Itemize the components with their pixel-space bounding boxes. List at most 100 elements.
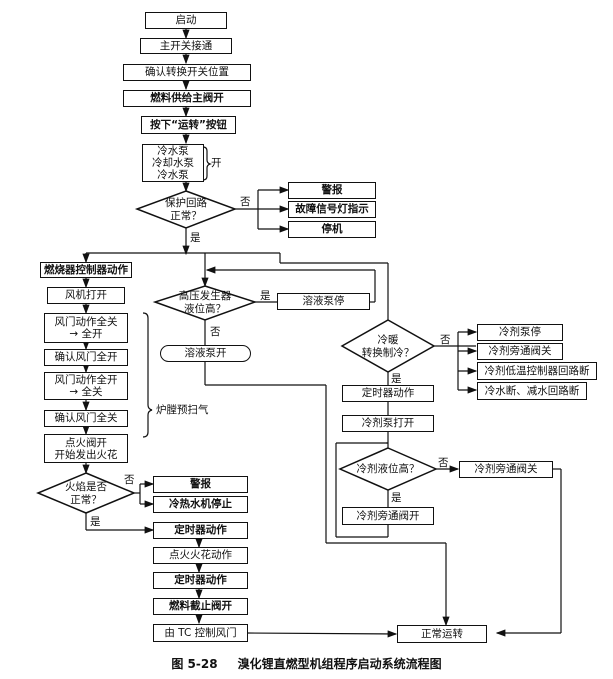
fuel-valve-box: 燃料供给主阀开 [123, 90, 251, 107]
refrigerant-pump-on-label: 冷剂泵打开 [361, 417, 415, 429]
yes-label: 是 [391, 492, 402, 504]
decision-line: 转换制冷？ [361, 347, 415, 359]
chiller-stop-box: 冷热水机停止 [153, 496, 248, 513]
shutdown-label: 停机 [321, 223, 343, 235]
damper-open-box: 风门动作全关 → 全开 [44, 313, 128, 343]
pump-label: 冷却水泵 [152, 157, 194, 169]
fan-on-label: 风机打开 [65, 289, 107, 301]
solution-pump-on-box: 溶液泵开 [160, 345, 251, 362]
fuel-cutoff-box: 燃料截止阀开 [153, 598, 248, 615]
confirm-switch-box: 确认转换开关位置 [123, 64, 251, 81]
no-label: 否 [438, 457, 449, 469]
pumps-box: 冷水泵 冷却水泵 冷水泵 [142, 144, 204, 182]
water-cutoff-box: 冷水断、减水回路断 [477, 382, 587, 400]
burner-controller-label: 燃烧器控制器动作 [44, 263, 128, 276]
purge-label: 炉膛预扫气 [156, 404, 209, 416]
bypass-close-box-2: 冷剂旁通阀关 [459, 461, 553, 478]
decision-line: 高压发生器 [178, 290, 232, 302]
protection-decision-diamond [134, 190, 238, 229]
refrigerant-pump-on-box: 冷剂泵打开 [342, 415, 434, 432]
press-run-label: 按下“运转”按钮 [150, 118, 227, 131]
figure-number: 图 5-28 [171, 657, 218, 671]
flame-decision-text: 火焰是否 正常？ [46, 481, 126, 507]
confirm-switch-label: 确认转换开关位置 [145, 66, 229, 78]
decision-line: 保护回路 [165, 197, 207, 209]
tc-damper-label: 由 TC 控制风门 [164, 626, 237, 639]
cooling-timer-box: 定时器动作 [342, 385, 434, 402]
cooling-decision-diamond [340, 319, 436, 373]
pumps-brace [202, 146, 212, 181]
timer2-box: 定时器动作 [153, 572, 248, 589]
pumps-on-label: 开 [211, 157, 222, 169]
cooling-decision-text: 冷暖 转换制冷？ [348, 334, 428, 360]
bypass-close-label: 冷剂旁通阀关 [474, 463, 538, 475]
purge-brace [142, 312, 153, 438]
confirm-closed-label: 确认风门全关 [54, 412, 118, 424]
flame-decision-diamond [36, 472, 136, 514]
fault-indicator-label: 故障信号灯指示 [295, 203, 369, 215]
main-switch-label: 主开关接通 [159, 39, 213, 52]
yes-label: 是 [260, 290, 271, 302]
refrigerant-pump-stop-box: 冷剂泵停 [477, 324, 563, 341]
yes-label: 是 [190, 232, 201, 244]
decision-line: 正常？ [170, 210, 202, 222]
damper-line: 风门动作全开 [54, 374, 118, 386]
start-label: 启动 [175, 14, 197, 26]
protection-decision-text: 保护回路 正常？ [146, 197, 226, 223]
normal-operation-label: 正常运转 [421, 627, 463, 640]
start-box: 启动 [145, 12, 227, 29]
tc-damper-box: 由 TC 控制风门 [153, 624, 248, 642]
ignition-line: 开始发出火花 [54, 448, 118, 461]
fuel-valve-label: 燃料供给主阀开 [150, 92, 224, 104]
main-switch-box: 主开关接通 [140, 38, 232, 54]
normal-operation-box: 正常运转 [397, 625, 487, 643]
bypass-close-label: 冷剂旁通阀关 [488, 345, 552, 357]
press-run-box: 按下“运转”按钮 [141, 116, 236, 134]
solution-pump-on-label: 溶液泵开 [184, 347, 227, 359]
no-label: 否 [124, 474, 135, 486]
timer1-label: 定时器动作 [174, 524, 227, 536]
pump-label: 冷水泵 [157, 169, 189, 181]
low-temp-circuit-box: 冷剂低温控制器回路断 [477, 362, 597, 380]
alarm-label: 警报 [321, 184, 343, 196]
no-label: 否 [440, 334, 451, 346]
decision-line: 火焰是否 [65, 481, 107, 493]
spark-label: 点火火花动作 [169, 549, 232, 561]
confirm-open-box: 确认风门全开 [44, 349, 128, 366]
arrow [246, 630, 398, 638]
timer1-box: 定时器动作 [153, 522, 248, 539]
flame-alarm-label: 警报 [190, 478, 211, 490]
alarm-box: 警报 [288, 182, 376, 199]
decision-line: 正常？ [70, 494, 102, 506]
refrigerant-level-decision-diamond [338, 447, 438, 491]
bypass-open-label: 冷剂旁通阀开 [356, 509, 420, 522]
refrigerant-pump-stop-label: 冷剂泵停 [499, 326, 541, 338]
spark-box: 点火火花动作 [153, 547, 248, 564]
decision-line: 冷暖 [377, 334, 399, 346]
decision-line: 液位高？ [184, 303, 226, 315]
generator-decision-text: 高压发生器 液位高？ [165, 290, 245, 316]
ignition-box: 点火阀开 开始发出火花 [44, 434, 128, 463]
damper-line: → 全开 [69, 328, 103, 340]
no-label: 否 [210, 326, 221, 338]
no-label: 否 [240, 196, 251, 208]
shutdown-box: 停机 [288, 221, 376, 238]
decision-line: 冷剂液位高？ [356, 463, 420, 475]
fault-indicator-box: 故障信号灯指示 [288, 201, 376, 218]
refrigerant-level-decision-text: 冷剂液位高？ [348, 463, 428, 476]
damper-line: 风门动作全关 [54, 316, 118, 328]
ignition-line: 点火阀开 [65, 436, 107, 449]
fan-on-box: 风机打开 [47, 287, 125, 304]
bypass-open-box: 冷剂旁通阀开 [342, 507, 434, 525]
solution-pump-stop-label: 溶液泵停 [302, 295, 345, 307]
low-temp-circuit-label: 冷剂低温控制器回路断 [484, 364, 590, 377]
chiller-stop-label: 冷热水机停止 [169, 498, 232, 510]
water-cutoff-label: 冷水断、减水回路断 [484, 384, 580, 397]
burner-controller-box: 燃烧器控制器动作 [40, 262, 132, 278]
yes-label: 是 [90, 516, 101, 528]
confirm-open-label: 确认风门全开 [54, 351, 118, 363]
generator-decision-diamond [152, 285, 258, 321]
confirm-closed-box: 确认风门全关 [44, 410, 128, 427]
